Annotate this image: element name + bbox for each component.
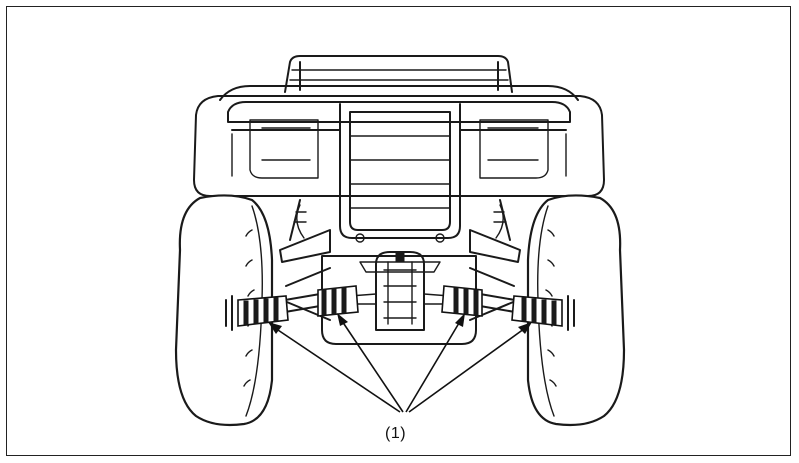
arrow-outer-left — [271, 325, 401, 413]
skid-plate — [321, 255, 477, 345]
inner-boot-left — [317, 285, 359, 317]
left-tire — [174, 194, 274, 427]
inner-boot-right — [441, 285, 483, 317]
arrow-inner-left — [339, 317, 404, 413]
outer-boot-right — [511, 295, 563, 327]
arrow-inner-right — [405, 317, 463, 413]
arrow-outer-right — [408, 325, 529, 413]
callout-label: (1) — [385, 425, 407, 442]
front-bumper — [227, 101, 571, 239]
callout-arrows — [268, 313, 532, 413]
differential — [375, 251, 425, 331]
front-body — [193, 95, 605, 197]
wheel-hubs — [225, 295, 575, 331]
outer-boot-left — [237, 295, 289, 327]
cargo-rack — [219, 55, 579, 101]
